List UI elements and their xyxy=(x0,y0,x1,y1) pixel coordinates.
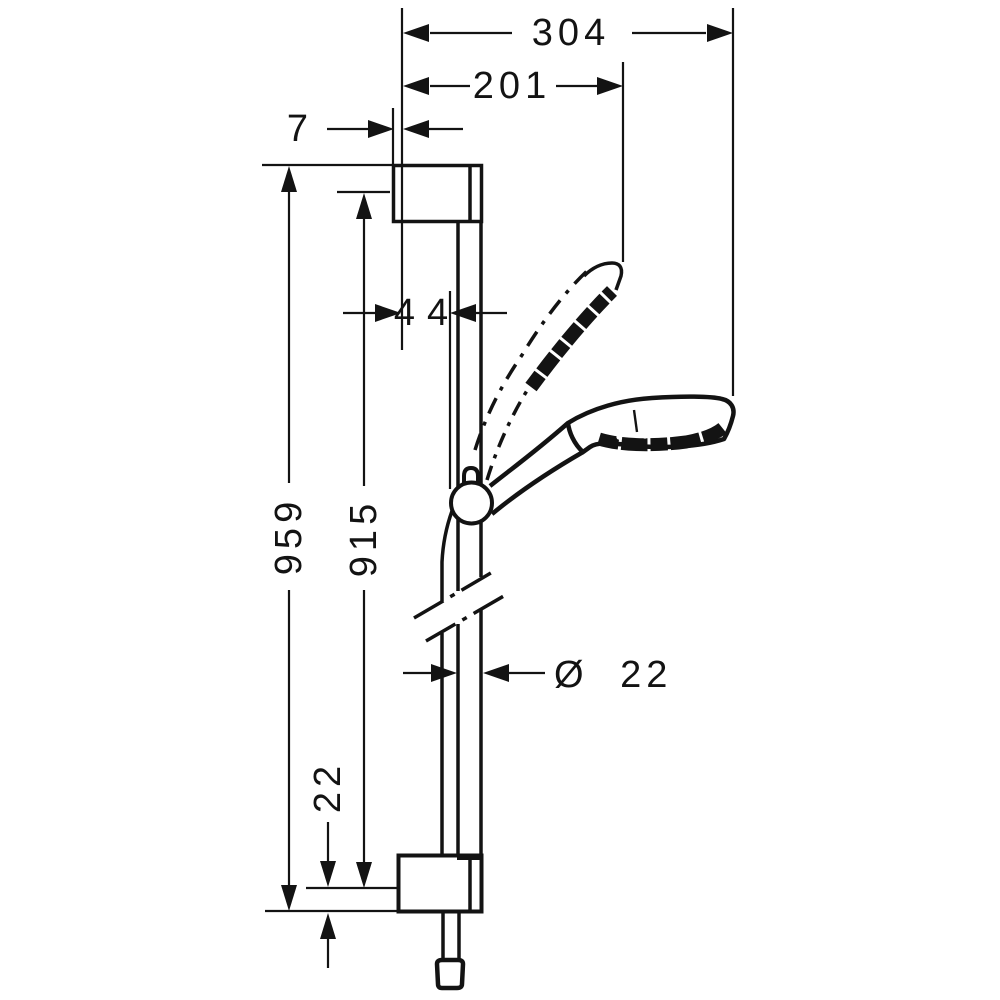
slider-pivot-ball xyxy=(449,480,494,526)
arrowhead-down xyxy=(281,885,297,911)
dimension-959: 959 xyxy=(268,166,310,911)
break-line xyxy=(425,591,510,643)
arrowhead-right-inward xyxy=(375,304,401,322)
dimension-annotations: 304 201 7 44 xyxy=(262,8,735,968)
arrowhead-right-inward xyxy=(368,120,394,138)
dimension-label-915: 915 xyxy=(343,499,385,577)
spray-face xyxy=(597,421,729,452)
arrowhead-up xyxy=(356,193,372,219)
dimension-label-959: 959 xyxy=(268,497,310,575)
arrowhead-right xyxy=(707,24,733,42)
spray-nozzle-dot xyxy=(616,434,622,440)
slider-pivot xyxy=(449,465,494,526)
spray-nozzle-dot xyxy=(642,433,648,439)
dimension-label-44: 44 xyxy=(394,292,460,334)
arrowhead-left xyxy=(403,24,429,42)
hose-outlet xyxy=(434,912,466,991)
break-line xyxy=(413,568,497,620)
arrowhead-left-inward xyxy=(403,120,429,138)
wall-bracket-bottom xyxy=(396,853,484,914)
wall-bracket-bodies xyxy=(391,163,484,914)
dimension-label-201: 201 xyxy=(473,65,551,107)
dimension-915: 915 xyxy=(343,193,385,888)
dimension-7: 7 xyxy=(287,108,463,150)
arrowhead-up-inward xyxy=(320,913,336,939)
hand-shower-raised-phantom xyxy=(473,261,624,481)
phantom-spray-face xyxy=(525,286,617,392)
dimension-44: 44 xyxy=(343,292,507,334)
handle-bottom-edge xyxy=(490,450,585,516)
phantom-handle-left-edge xyxy=(473,269,589,451)
arrowhead-down xyxy=(356,862,372,888)
arrowhead-up xyxy=(281,166,297,192)
dimension-label-diameter-22: Ø 22 xyxy=(554,654,672,696)
hose-connector-plug xyxy=(434,957,466,991)
arrowhead-right xyxy=(597,77,623,95)
shower-hose xyxy=(440,510,454,855)
arrowhead-left-inward xyxy=(483,664,509,682)
shower-rail-set xyxy=(413,166,736,991)
arrowhead-left xyxy=(403,77,429,95)
hose-curve xyxy=(440,510,454,601)
hand-shower xyxy=(488,394,736,516)
phantom-handle-right-edge xyxy=(485,388,530,481)
dimension-304: 304 xyxy=(403,12,733,54)
arrowhead-right-inward xyxy=(431,664,457,682)
dimension-label-304: 304 xyxy=(532,12,610,54)
dimension-label-22: 22 xyxy=(307,761,349,813)
handle-top-edge xyxy=(488,421,570,488)
dimension-label-7: 7 xyxy=(287,108,313,150)
head-detail-tick xyxy=(632,409,639,433)
break-marks xyxy=(413,568,510,643)
dimension-201: 201 xyxy=(403,65,623,107)
spray-nozzle-dot xyxy=(694,426,700,432)
arrowhead-left-inward xyxy=(450,304,476,322)
spray-nozzle-dot xyxy=(668,430,674,436)
arrowhead-down-inward xyxy=(320,861,336,887)
phantom-head-cap xyxy=(582,261,624,291)
dimension-diameter-22: Ø 22 xyxy=(403,654,672,696)
dimension-22: 22 xyxy=(307,761,349,968)
wall-bracket-top xyxy=(391,163,484,224)
